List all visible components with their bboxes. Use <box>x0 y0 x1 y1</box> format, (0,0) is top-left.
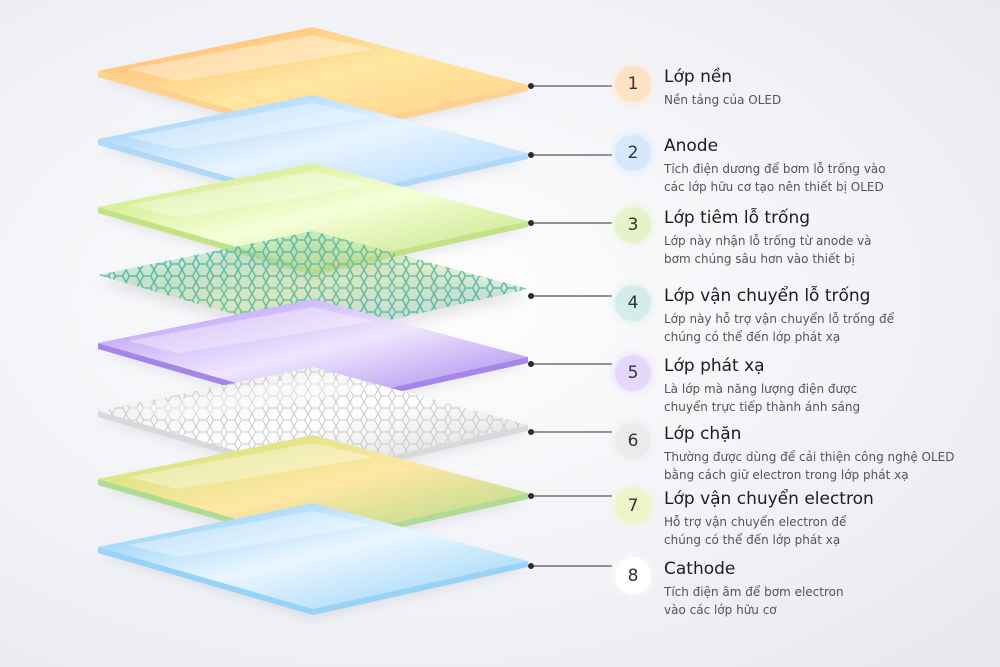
layer-description-line: Thường được dùng để cải thiện công nghệ … <box>664 450 955 464</box>
hex-sheet-pattern <box>98 367 528 473</box>
layer-description-line: chúng có thể đến lớp phát xạ <box>664 533 841 547</box>
layer-description-line: vào các lớp hữu cơ <box>664 603 777 617</box>
layer-title: Cathode <box>664 559 736 579</box>
layer-title: Lớp phát xạ <box>664 356 765 376</box>
layer-plate-3 <box>98 163 528 279</box>
layer-plate-8 <box>98 503 528 619</box>
layer-number-badge: 6 <box>615 423 651 459</box>
layer-plate-6 <box>98 367 528 483</box>
connector-5 <box>528 361 612 367</box>
connector-dot <box>528 220 534 226</box>
layer-description: Lớp này nhận lỗ trống từ anode và bơm chú… <box>664 232 872 268</box>
layer-plate-4 <box>98 231 528 347</box>
connector-7 <box>528 493 612 499</box>
connector-8 <box>528 563 612 569</box>
connector-6 <box>528 429 612 435</box>
layer-description: Tích điện dương để bơm lỗ trống vào các l… <box>664 160 886 196</box>
layer-number-badge: 1 <box>615 66 651 102</box>
layer-number-badge: 3 <box>615 207 651 243</box>
layer-description-line: Nền tảng của OLED <box>664 93 782 107</box>
layer-description-line: Tích điện dương để bơm lỗ trống vào <box>664 162 886 176</box>
connector-2 <box>528 152 612 158</box>
connector-dot <box>528 493 534 499</box>
layer-title: Lớp chặn <box>664 424 742 444</box>
layer-description: Là lớp mà năng lượng điện được chuyển trự… <box>664 380 860 416</box>
layer-description: Hỗ trợ vận chuyển electron để chúng có th… <box>664 513 846 549</box>
layer-description: Lớp này hỗ trợ vận chuyển lỗ trống để chú… <box>664 310 894 346</box>
connector-1 <box>528 83 612 89</box>
connector-dot <box>528 293 534 299</box>
layer-description-line: Là lớp mà năng lượng điện được <box>664 382 858 396</box>
layer-plate-5 <box>98 299 528 415</box>
layer-description: Nền tảng của OLED <box>664 91 781 109</box>
layer-number-badge: 2 <box>615 135 651 171</box>
layer-number-badge: 8 <box>615 558 651 594</box>
layer-description-line: chúng có thể đến lớp phát xạ <box>664 330 841 344</box>
layer-number-badge: 7 <box>615 488 651 524</box>
layer-number-badge: 4 <box>615 285 651 321</box>
layer-title: Lớp nền <box>664 67 733 87</box>
layer-title: Lớp vận chuyển lỗ trống <box>664 286 871 306</box>
layer-description-line: các lớp hữu cơ tạo nên thiết bị OLED <box>664 180 884 194</box>
layer-description: Thường được dùng để cải thiện công nghệ … <box>664 448 954 484</box>
layer-title: Lớp vận chuyển electron <box>664 489 874 509</box>
layer-plate-1 <box>98 27 528 143</box>
layer-plate-2 <box>98 95 528 211</box>
connector-dot <box>528 429 534 435</box>
layer-title: Lớp tiêm lỗ trống <box>664 208 811 228</box>
layer-description: Tích điện âm để bơm electron vào các lớp … <box>664 583 844 619</box>
layer-description-line: chuyển trực tiếp thành ánh sáng <box>664 400 861 414</box>
layer-description-line: Lớp này nhận lỗ trống từ anode và <box>664 234 872 248</box>
connector-dot <box>528 152 534 158</box>
connector-4 <box>528 293 612 299</box>
connector-dot <box>528 83 534 89</box>
layer-description-line: Hỗ trợ vận chuyển electron để <box>664 515 847 529</box>
connector-dot <box>528 563 534 569</box>
connector-3 <box>528 220 612 226</box>
layer-description-line: Lớp này hỗ trợ vận chuyển lỗ trống để <box>664 312 894 326</box>
layer-number-badge: 5 <box>615 355 651 391</box>
layer-plate-7 <box>98 435 528 551</box>
layer-description-line: bơm chúng sâu hơn vào thiết bị <box>664 252 855 266</box>
connector-dot <box>528 361 534 367</box>
layer-title: Anode <box>664 136 719 156</box>
layer-description-line: bằng cách giữ electron trong lớp phát xạ <box>664 468 909 482</box>
layer-description-line: Tích điện âm để bơm electron <box>664 585 844 599</box>
